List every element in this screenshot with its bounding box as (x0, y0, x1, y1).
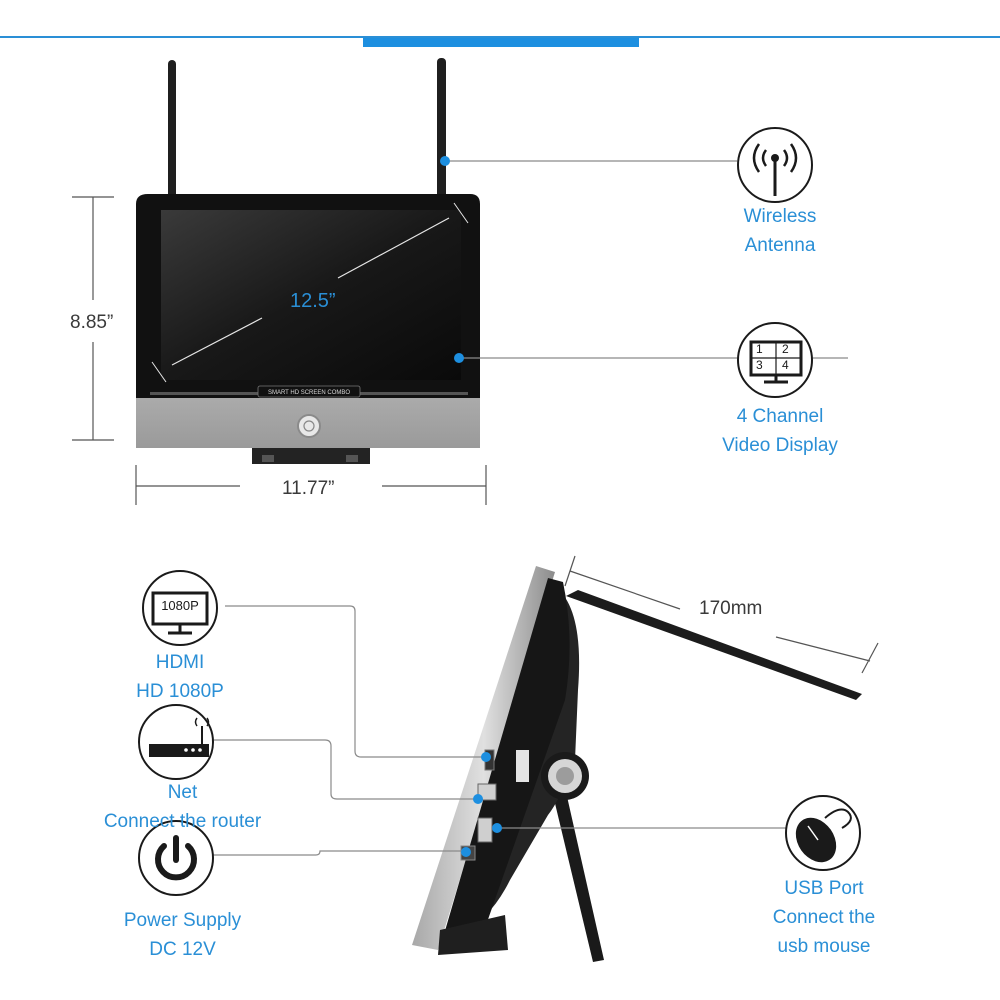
lan-port (477, 783, 497, 801)
bezel-text: SMART HD SCREEN COMBO (268, 390, 350, 396)
grid-cell-4: 4 (782, 358, 789, 372)
display-label-line2: Video Display (722, 435, 838, 456)
antenna-length-dimension (564, 555, 879, 674)
hdmi-label: HDMI HD 1080P (110, 648, 250, 706)
net-label: Net Connect the router (90, 778, 275, 836)
grid-cell-2: 2 (782, 342, 789, 356)
usb-label: USB Port Connect the usb mouse (750, 874, 898, 961)
wireless-signal-icon (737, 127, 813, 203)
wireless-label: Wireless Antenna (700, 202, 860, 260)
left-antenna (168, 60, 176, 200)
height-dimension-label: 8.85” (70, 312, 114, 333)
power-button-front (297, 414, 321, 438)
hdmi-label-line2: HD 1080P (136, 681, 224, 702)
grid-cell-1: 1 (756, 342, 763, 356)
quad-grid-monitor-icon (737, 322, 813, 398)
net-connector (212, 739, 478, 800)
power-label: Power Supply DC 12V (100, 906, 265, 964)
hdmi-label-line1: HDMI (155, 652, 205, 673)
antenna-length-label: 170mm (699, 598, 763, 619)
usb-connector (492, 823, 788, 833)
screen-size-label: 12.5” (290, 290, 336, 312)
mouse-icon (785, 795, 861, 871)
power-label-line2: DC 12V (149, 939, 216, 960)
header-bar (0, 36, 1000, 47)
display-label: 4 Channel Video Display (690, 402, 870, 460)
usb-label-line2: Connect the (772, 907, 876, 928)
usb-ports (477, 817, 493, 843)
height-dimension (72, 196, 114, 441)
grid-cell-3: 3 (756, 358, 763, 372)
power-connector (212, 850, 465, 856)
wireless-label-line2: Antenna (744, 235, 816, 256)
side-antenna (566, 590, 862, 700)
width-dimension-label: 11.77” (282, 478, 335, 499)
usb-label-line1: USB Port (784, 878, 864, 899)
power-label-line1: Power Supply (123, 910, 242, 931)
wireless-label-line1: Wireless (743, 206, 817, 227)
usb-label-line3: usb mouse (777, 936, 871, 957)
net-label-line2: Connect the router (103, 811, 262, 832)
net-label-line1: Net (167, 782, 198, 803)
hdmi-icon-text: 1080P (161, 598, 199, 613)
power-icon (138, 820, 214, 896)
wireless-connector (440, 156, 737, 166)
front-view-device: SMART HD SCREEN COMBO (136, 58, 480, 464)
right-antenna (437, 58, 446, 200)
width-dimension (135, 465, 487, 505)
hdmi-connector (225, 605, 485, 758)
monitor-icon (142, 570, 218, 646)
display-label-line1: 4 Channel (736, 406, 824, 427)
router-icon (138, 704, 214, 780)
